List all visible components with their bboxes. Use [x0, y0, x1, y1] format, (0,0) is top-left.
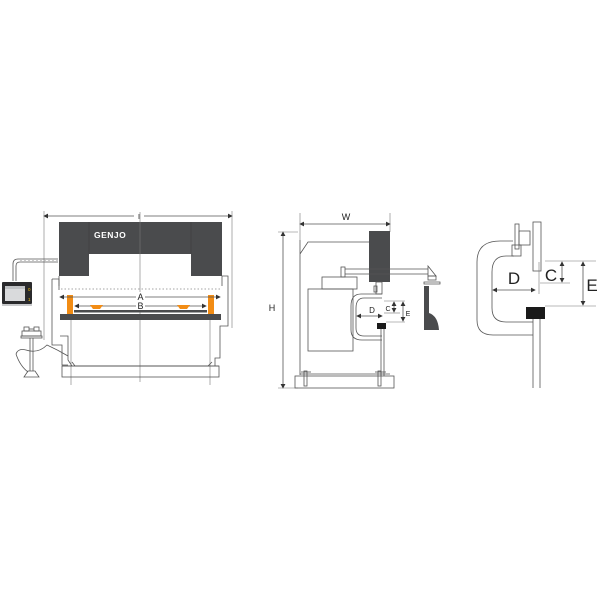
- controller-indicator-0: 0: [28, 287, 31, 292]
- tank-top: [321, 276, 358, 290]
- detail-clamp-foot: [511, 244, 522, 257]
- right-back-gauge-finger: [177, 305, 190, 309]
- detail-clamp-block: [518, 230, 531, 246]
- detail-open-height-label: E: [586, 276, 597, 295]
- detail-throat-depth-label: D: [508, 269, 520, 288]
- cnc-controller[interactable]: 0 1: [2, 282, 32, 306]
- width-label: W: [342, 212, 351, 222]
- brand-logo: GENJO: [94, 230, 126, 240]
- overall-width-dimension: I: [43, 211, 233, 340]
- controller-cable: [12, 258, 58, 281]
- width-dimension: W: [299, 212, 391, 240]
- side-view: W H: [269, 212, 441, 389]
- detail-stroke-label: C: [545, 266, 557, 285]
- lower-beam: [60, 314, 221, 320]
- side-frame-outline: [299, 240, 369, 375]
- table-length-dimension: A: [59, 292, 221, 302]
- foot-pedal-stand[interactable]: [15, 326, 69, 378]
- left-back-gauge-finger: [90, 305, 103, 309]
- right-housing: [208, 295, 214, 315]
- side-throat-depth: D: [356, 306, 383, 319]
- lower-tool-rail: [74, 310, 207, 313]
- front-sheet-support: [424, 286, 439, 330]
- side-throat-depth-label: D: [369, 306, 375, 315]
- back-gauge-arm: [340, 264, 441, 285]
- c-frame-throat: [350, 281, 383, 341]
- detail-outer-c-frame: [476, 240, 533, 336]
- throat-detail-view: D C E: [476, 221, 598, 388]
- lower-die: [377, 323, 386, 329]
- table-length-label: A: [137, 292, 143, 302]
- overall-width-label: I: [138, 214, 140, 221]
- height-label: H: [269, 303, 276, 313]
- side-stroke: C: [384, 300, 405, 314]
- housing-distance-label: B: [137, 301, 143, 311]
- detail-throat-depth: D: [492, 262, 540, 294]
- detail-lower-die: [526, 307, 545, 319]
- detail-inner-c-frame: [491, 255, 533, 323]
- side-stroke-label: C: [385, 306, 390, 313]
- controller-indicator-1: 1: [28, 297, 31, 302]
- detail-ram-plate: [532, 221, 542, 272]
- side-frames: [51, 275, 229, 367]
- front-view: I GENJO A: [2, 211, 233, 385]
- detail-open-height: E: [545, 261, 598, 307]
- detail-stroke: C: [540, 260, 596, 285]
- upper-beam: GENJO: [59, 222, 222, 276]
- left-housing: [67, 295, 73, 315]
- height-dimension: H: [269, 231, 298, 389]
- hydraulic-tank: [307, 288, 354, 352]
- side-base: [294, 370, 395, 389]
- machine-base: [61, 361, 220, 378]
- side-open-height: E: [386, 301, 411, 323]
- side-open-height-label: E: [406, 311, 411, 318]
